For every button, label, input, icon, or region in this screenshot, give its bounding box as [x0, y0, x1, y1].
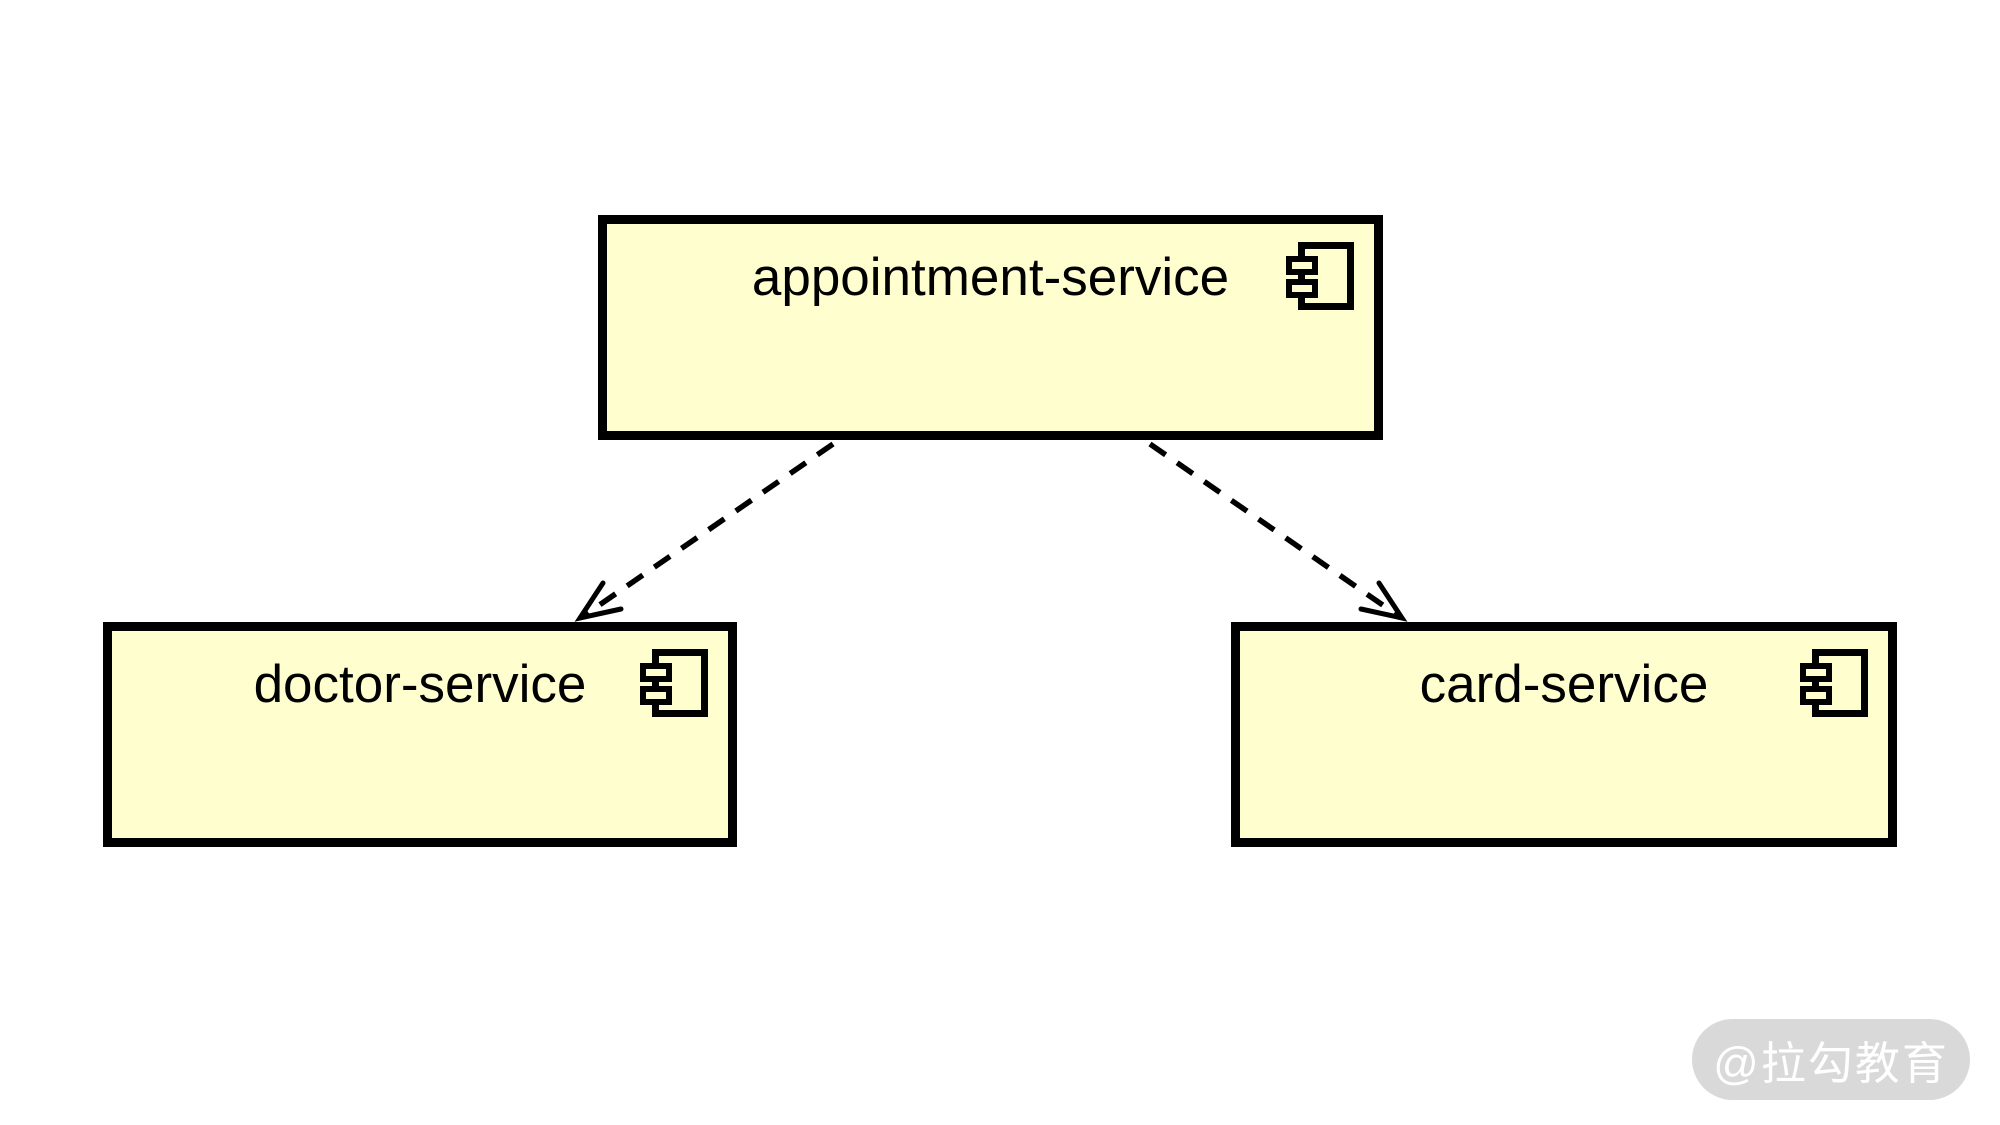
component-label: card-service	[1419, 655, 1709, 714]
component-appointment-service: appointment-service	[598, 215, 1383, 440]
edge-dashed-line	[1148, 441, 1402, 620]
open-arrowhead-icon	[1358, 580, 1408, 622]
component-icon-tab	[1800, 663, 1832, 682]
component-icon-tab	[1286, 256, 1318, 275]
component-icon-body	[652, 649, 708, 717]
component-icon-tab	[1286, 279, 1318, 298]
component-icon-body	[1298, 242, 1354, 310]
watermark-badge: @拉勾教育	[1692, 1019, 1970, 1100]
watermark-text: @拉勾教育	[1713, 1038, 1949, 1089]
edge-appointment-to-doctor	[574, 441, 835, 622]
open-arrowhead-icon	[574, 580, 624, 622]
component-label: doctor-service	[253, 655, 587, 714]
component-icon	[1286, 242, 1354, 310]
edge-dashed-line	[580, 441, 835, 620]
component-doctor-service: doctor-service	[103, 622, 737, 847]
component-icon	[640, 649, 708, 717]
component-label: appointment-service	[751, 248, 1230, 307]
component-icon-tab	[640, 663, 672, 682]
component-icon-tab	[640, 686, 672, 705]
component-icon-body	[1812, 649, 1868, 717]
edge-appointment-to-card	[1148, 441, 1408, 622]
component-icon	[1800, 649, 1868, 717]
component-icon-tab	[1800, 686, 1832, 705]
component-card-service: card-service	[1231, 622, 1897, 847]
